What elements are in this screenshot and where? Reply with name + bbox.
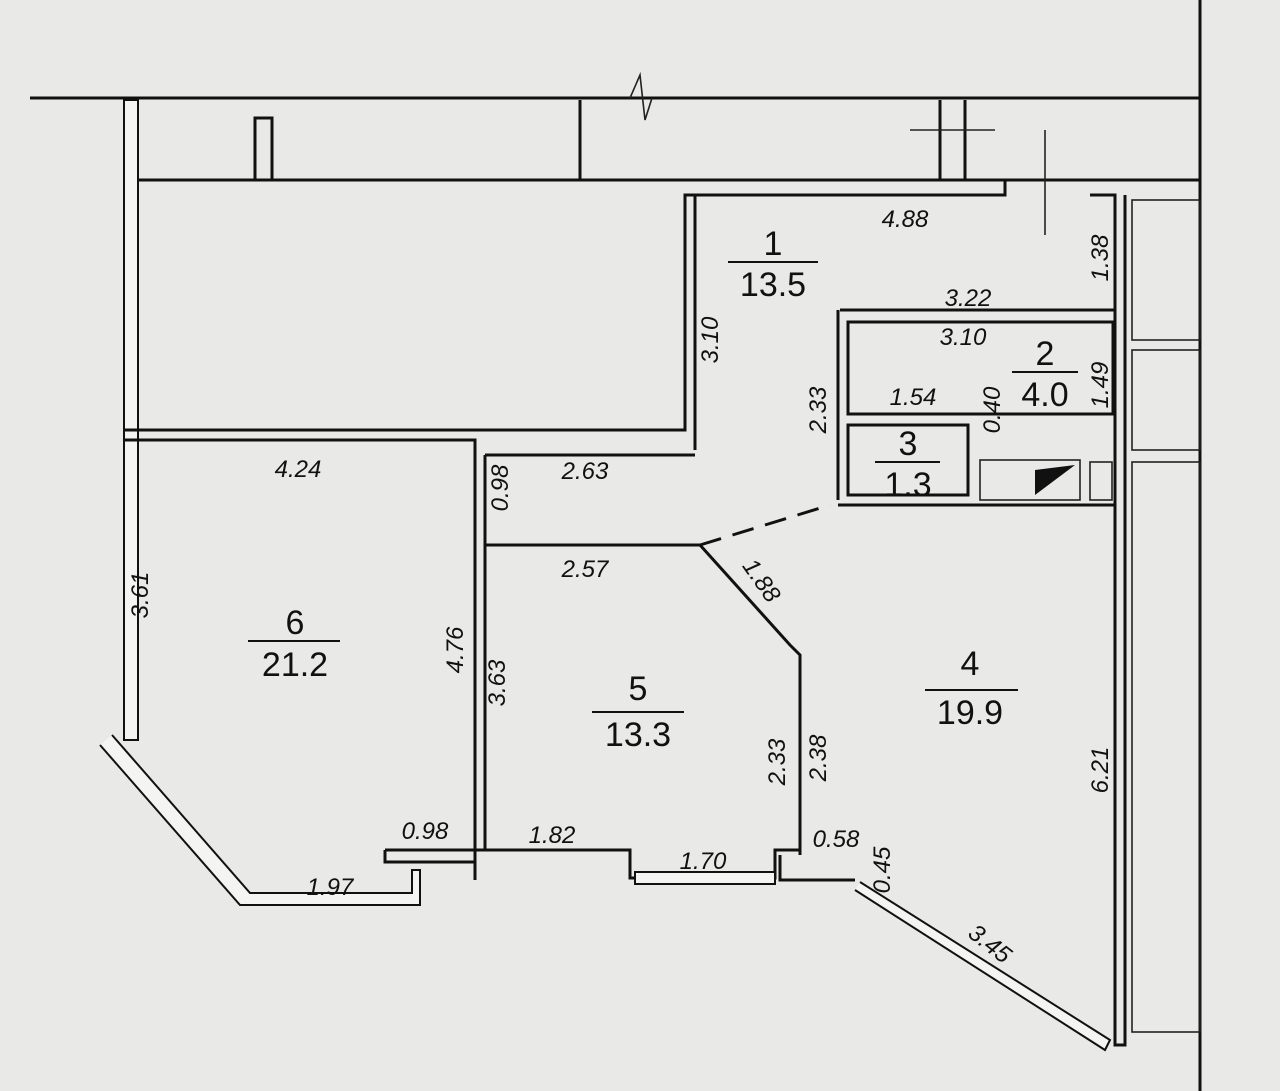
svg-text:21.2: 21.2 — [262, 646, 328, 684]
svg-text:1: 1 — [764, 225, 783, 263]
dim-r1-top: 4.88 — [882, 206, 929, 233]
dim-r2-top-outer: 3.22 — [945, 285, 992, 312]
dim-r5-right: 2.33 — [764, 738, 791, 786]
dim-r4-step: 0.58 — [813, 826, 860, 853]
room-5-label: 5 13.3 — [592, 670, 684, 754]
svg-text:2: 2 — [1036, 335, 1055, 373]
dim-r5-window: 1.70 — [680, 848, 727, 875]
dim-corridor-left: 2.33 — [805, 386, 832, 434]
dim-r2-bottom: 1.54 — [890, 384, 937, 411]
dim-r5-left: 3.63 — [484, 659, 511, 706]
svg-text:1.3: 1.3 — [884, 466, 931, 504]
svg-text:19.9: 19.9 — [937, 694, 1003, 732]
dim-r1-right: 1.38 — [1087, 234, 1114, 281]
dim-r6-bottom: 0.98 — [402, 818, 449, 845]
dim-r6-window: 1.97 — [307, 874, 355, 901]
dim-r4-right: 6.21 — [1087, 747, 1114, 794]
dim-r4-wall: 2.38 — [805, 734, 832, 782]
room-1-label: 1 13.5 — [728, 225, 818, 304]
room-3-label: 3 1.3 — [875, 425, 940, 504]
svg-text:4.0: 4.0 — [1021, 376, 1068, 414]
dim-r2-step: 0.40 — [979, 386, 1006, 433]
dim-r5-top: 2.57 — [561, 556, 610, 583]
dimension-labels: 4.88 1.38 3.10 3.22 3.10 1.49 1.54 0.40 … — [127, 206, 1114, 970]
svg-text:3: 3 — [899, 425, 918, 463]
svg-text:5: 5 — [629, 670, 648, 708]
room-4-label: 4 19.9 — [925, 645, 1018, 732]
dim-r6-left: 3.61 — [127, 572, 154, 619]
svg-text:4: 4 — [961, 645, 980, 683]
dim-r4-step-v: 0.45 — [869, 846, 896, 893]
dim-r2-right: 1.49 — [1087, 362, 1114, 409]
dim-r1-left: 3.10 — [697, 316, 724, 363]
svg-text:13.3: 13.3 — [605, 716, 671, 754]
dim-r6-right: 4.76 — [442, 626, 469, 673]
dim-r6-top: 4.24 — [275, 456, 322, 483]
dim-r2-top-inner: 3.10 — [940, 324, 987, 351]
walls — [30, 0, 1202, 1091]
room-labels: 1 13.5 2 4.0 3 1.3 4 19.9 5 13.3 6 21.2 — [248, 225, 1078, 754]
room-2-label: 2 4.0 — [1012, 335, 1078, 414]
dim-r5-bottom: 1.82 — [529, 822, 576, 849]
room-6-label: 6 21.2 — [248, 604, 340, 684]
dim-corridor-bottom: 2.63 — [561, 458, 609, 485]
svg-text:13.5: 13.5 — [740, 266, 806, 304]
svg-text:6: 6 — [286, 604, 305, 642]
dim-passage: 0.98 — [487, 464, 514, 511]
